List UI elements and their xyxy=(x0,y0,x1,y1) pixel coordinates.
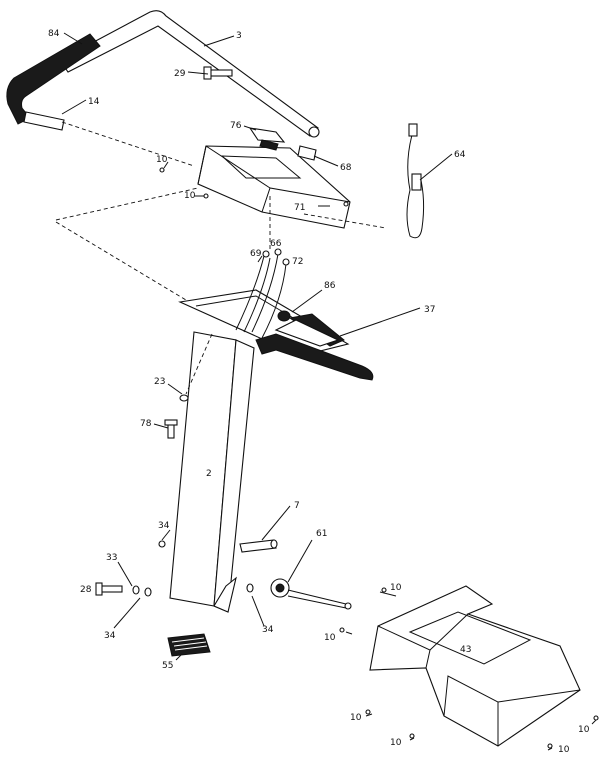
callout-14: 14 xyxy=(88,97,100,107)
callout-71: 71 xyxy=(294,203,305,213)
callout-10-base-f: 10 xyxy=(578,725,590,735)
assembly-guide-lines xyxy=(55,121,387,395)
handlebar-grip-left xyxy=(6,33,101,125)
handlebar-tube-end xyxy=(23,111,65,131)
callout-86: 86 xyxy=(324,281,336,291)
bolt-28 xyxy=(95,582,123,596)
bushing-61 xyxy=(270,578,352,610)
foot-pad-55 xyxy=(167,633,211,657)
bolt-29 xyxy=(203,66,233,80)
callout-23: 23 xyxy=(154,377,165,387)
clip-68 xyxy=(297,145,317,161)
callout-2: 2 xyxy=(206,469,212,479)
callout-10-upper-a: 10 xyxy=(156,155,168,165)
callout-34-upper: 34 xyxy=(158,521,170,531)
callout-76: 76 xyxy=(230,121,242,131)
wire-harness-64 xyxy=(406,123,425,239)
upright-mast xyxy=(169,331,255,613)
callout-72: 72 xyxy=(292,257,303,267)
callout-10-base-b: 10 xyxy=(324,633,336,643)
callout-78: 78 xyxy=(140,419,152,429)
callout-69: 69 xyxy=(250,249,262,259)
pin-7 xyxy=(239,539,278,553)
washer-34-upper xyxy=(158,540,166,548)
washer-34-left xyxy=(144,587,152,597)
callout-labels: 84 3 29 14 76 68 64 10 10 71 69 66 72 86… xyxy=(48,29,590,755)
knob-86 xyxy=(277,310,291,322)
callout-61: 61 xyxy=(316,529,327,539)
callout-10-base-d: 10 xyxy=(390,738,402,748)
callout-33: 33 xyxy=(106,553,117,563)
callout-64: 64 xyxy=(454,150,466,160)
callout-34-right: 34 xyxy=(262,625,274,635)
callout-10-base-a: 10 xyxy=(390,583,402,593)
callout-55: 55 xyxy=(162,661,173,671)
washer-33 xyxy=(132,585,140,595)
callout-28: 28 xyxy=(80,585,92,595)
console-housing xyxy=(197,145,351,229)
bolt-78 xyxy=(164,419,178,439)
callout-10-upper-b: 10 xyxy=(184,191,196,201)
washer-34-right xyxy=(246,583,254,593)
callout-3: 3 xyxy=(236,31,242,41)
console-bracket-76 xyxy=(248,127,286,151)
callout-10-base-c: 10 xyxy=(350,713,362,723)
callout-43: 43 xyxy=(460,645,471,655)
callout-84: 84 xyxy=(48,29,60,39)
washer-23 xyxy=(179,394,189,402)
callout-37: 37 xyxy=(424,305,435,315)
callout-68: 68 xyxy=(340,163,352,173)
callout-29: 29 xyxy=(174,69,186,79)
upper-handlebar xyxy=(6,10,320,138)
leader-lines xyxy=(61,32,597,751)
base-cover-43 xyxy=(369,585,581,747)
cables-69-66-72 xyxy=(235,248,290,339)
lower-handlebar xyxy=(255,313,374,381)
screws-10 xyxy=(159,167,599,749)
callout-34-left: 34 xyxy=(104,631,116,641)
callout-7: 7 xyxy=(294,501,300,511)
callout-10-base-e: 10 xyxy=(558,745,570,755)
callout-66: 66 xyxy=(270,239,282,249)
